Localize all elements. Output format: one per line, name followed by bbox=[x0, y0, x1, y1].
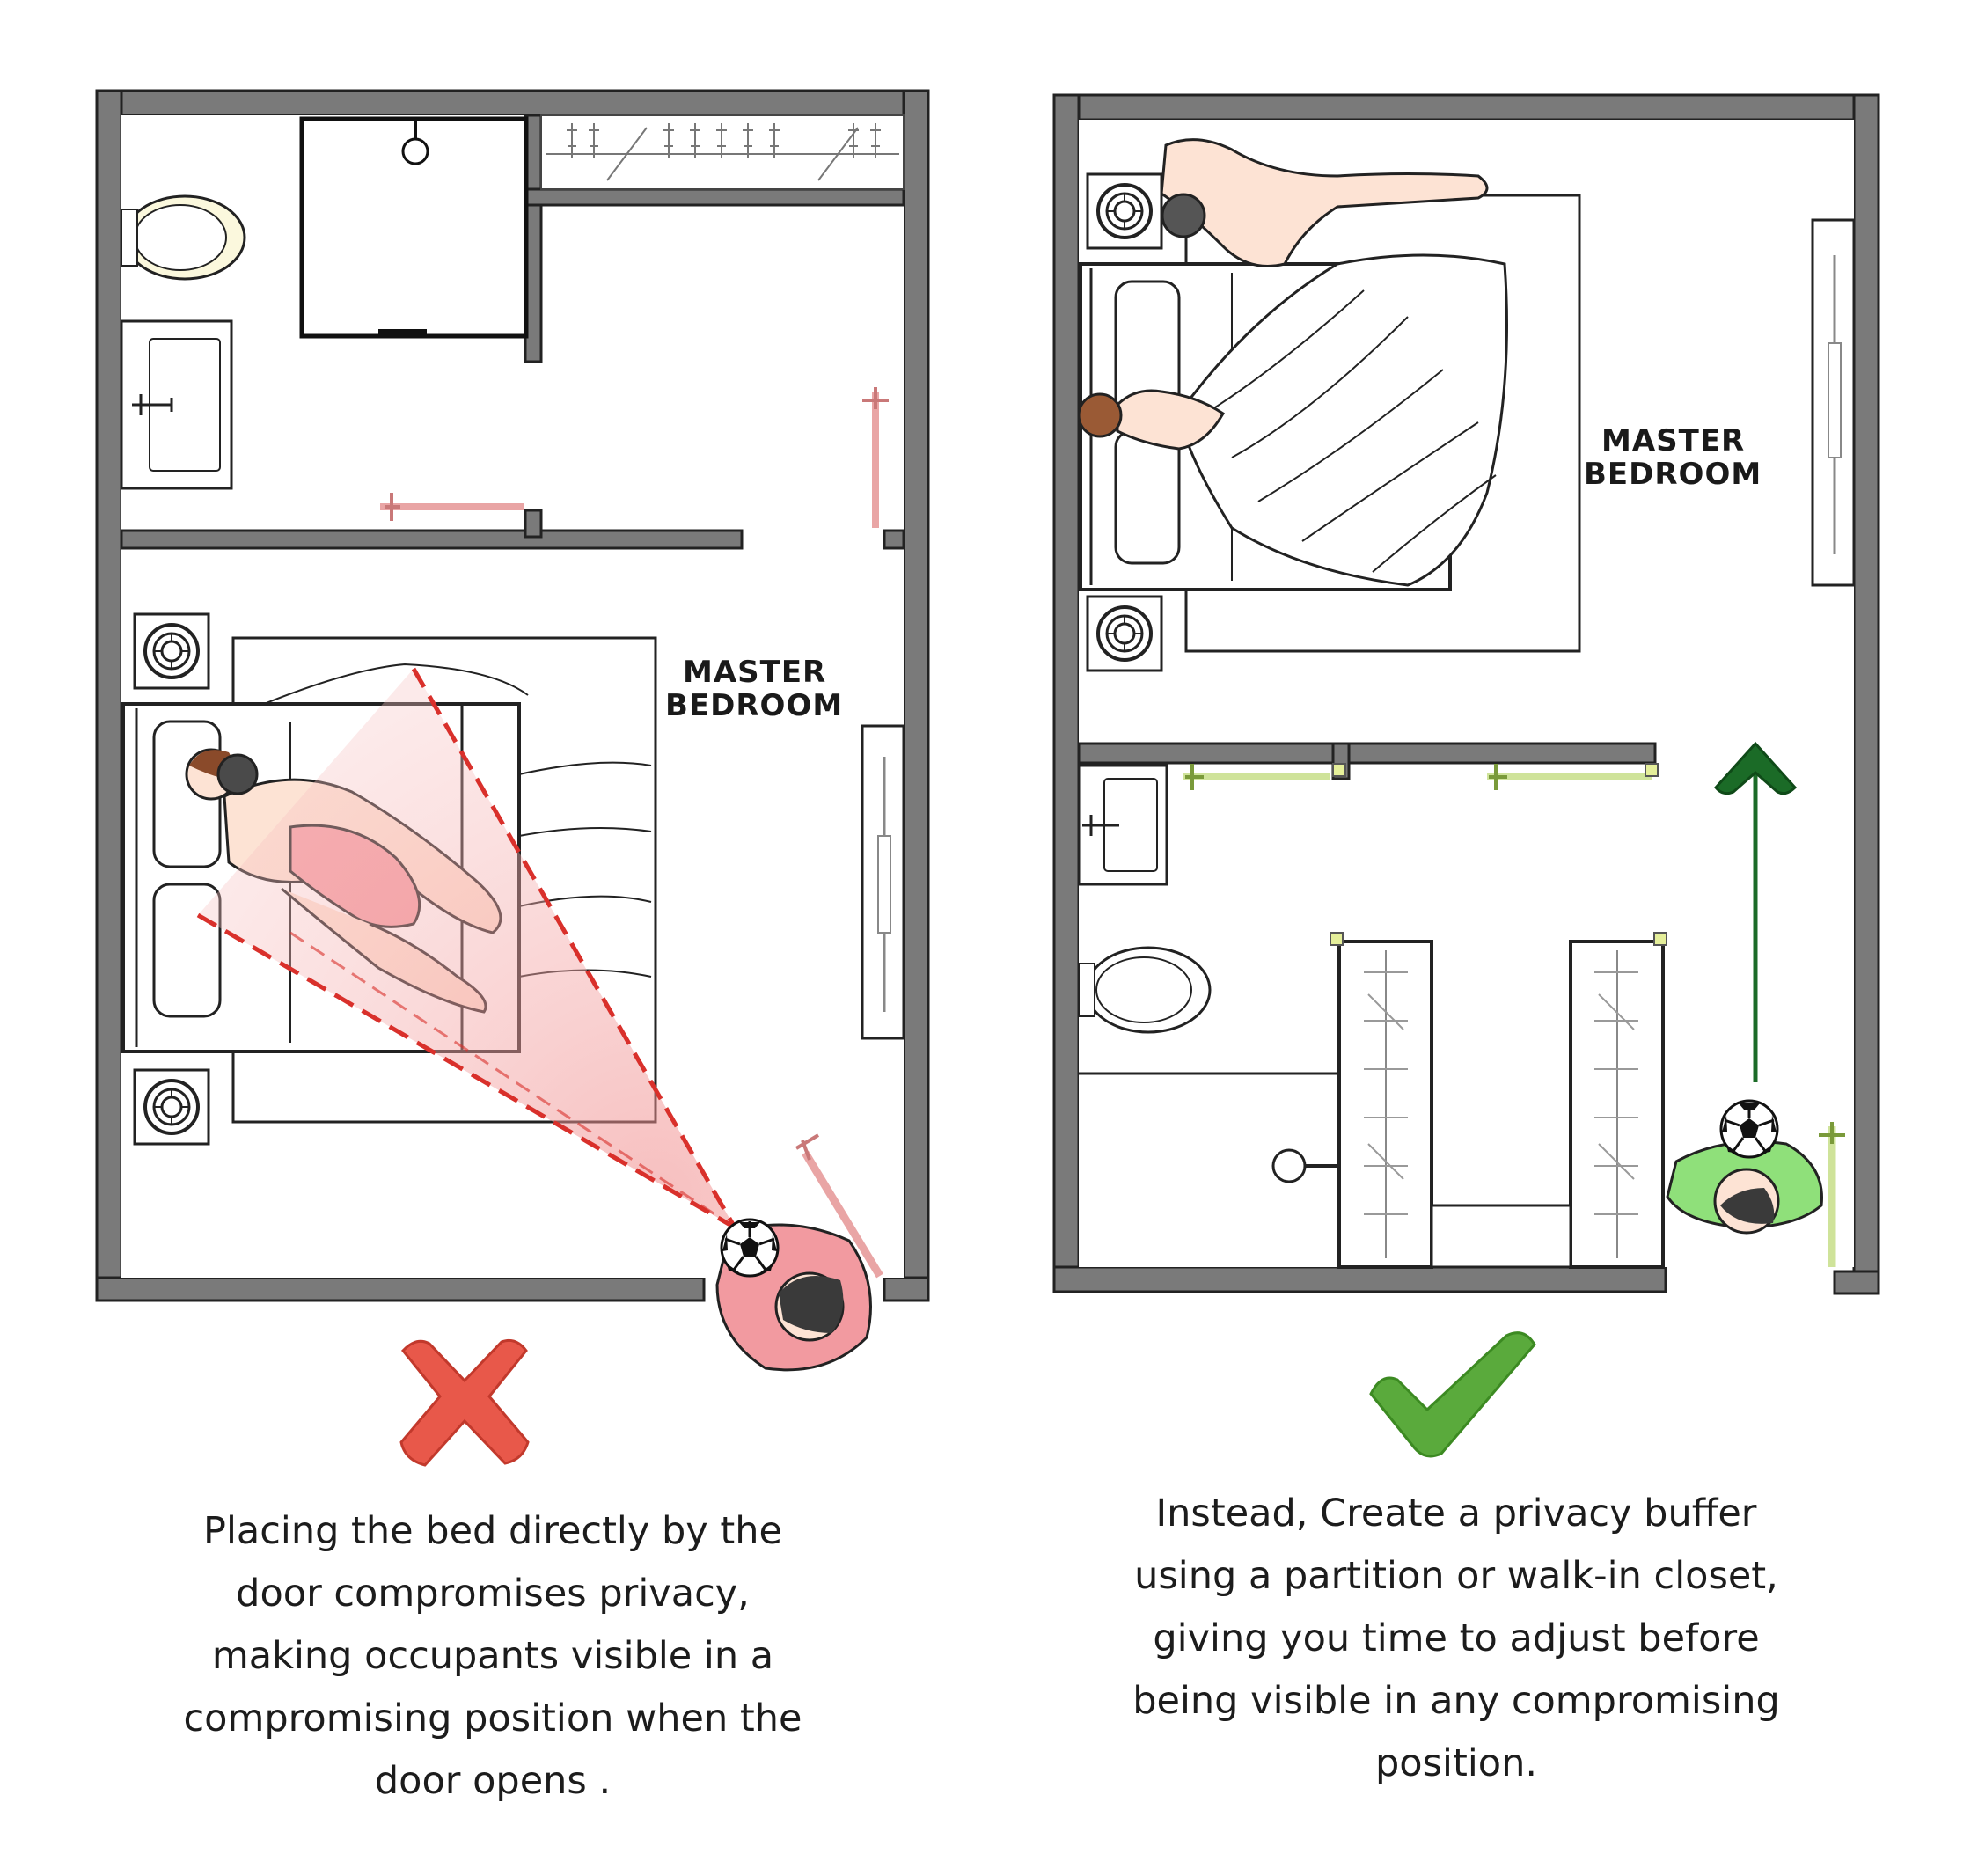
right-wardrobe bbox=[1811, 218, 1856, 587]
left-sink bbox=[120, 319, 233, 490]
right-nightstand-bottom bbox=[1086, 595, 1163, 672]
left-toilet bbox=[121, 194, 246, 281]
left-entry-door bbox=[795, 1133, 883, 1279]
right-caption-line: using a partition or walk-in closet, bbox=[1134, 1554, 1778, 1598]
left-shower bbox=[299, 116, 529, 339]
right-sink bbox=[1077, 764, 1168, 886]
left-caption: Placing the bed directly by the door com… bbox=[106, 1500, 880, 1813]
right-bed bbox=[1079, 194, 1581, 653]
left-floor-plan: MASTER BEDROOM bbox=[95, 89, 930, 1467]
left-room-label-line2: BEDROOM bbox=[665, 688, 843, 723]
right-couple-illustration bbox=[1077, 138, 1489, 451]
right-caption-line: being visible in any compromising bbox=[1132, 1679, 1780, 1723]
left-closet-door bbox=[862, 387, 889, 528]
right-partition-doors bbox=[1183, 763, 1659, 790]
left-interior-walls bbox=[120, 114, 905, 550]
left-sightline-cone bbox=[196, 667, 737, 1230]
right-floor-plan: MASTER BEDROOM bbox=[1052, 93, 1880, 1458]
left-nightstand-top bbox=[133, 612, 210, 690]
right-room-label-line2: BEDROOM bbox=[1584, 457, 1762, 492]
left-caption-line: door opens . bbox=[374, 1759, 612, 1803]
left-person-at-door bbox=[715, 1218, 872, 1372]
left-nightstand-bottom bbox=[133, 1068, 210, 1146]
right-bathroom-area bbox=[1079, 1072, 1337, 1183]
check-icon bbox=[1369, 1331, 1536, 1458]
left-caption-line: door compromises privacy, bbox=[236, 1572, 750, 1616]
left-closet bbox=[540, 114, 905, 190]
left-caption-line: compromising position when the bbox=[183, 1696, 802, 1740]
right-toilet bbox=[1078, 946, 1212, 1034]
left-caption-line: making occupants visible in a bbox=[211, 1634, 774, 1678]
right-caption-line: giving you time to adjust before bbox=[1153, 1616, 1760, 1660]
right-caption: Instead, Create a privacy buffer using a… bbox=[1069, 1483, 1843, 1795]
right-partition-wall bbox=[1077, 742, 1657, 780]
right-walk-in-closet bbox=[1330, 932, 1667, 1269]
left-caption-line: Placing the bed directly by the bbox=[203, 1509, 782, 1553]
right-nightstand-top bbox=[1086, 172, 1163, 250]
left-soccer-ball-icon bbox=[720, 1218, 780, 1278]
right-soccer-ball-icon bbox=[1719, 1099, 1779, 1159]
cross-icon bbox=[399, 1338, 530, 1467]
left-room-label-line1: MASTER bbox=[683, 655, 826, 690]
right-caption-line: Instead, Create a privacy buffer bbox=[1155, 1491, 1757, 1535]
left-wardrobe bbox=[861, 724, 905, 1040]
arrow-up-icon bbox=[1714, 741, 1798, 1082]
right-caption-line: position. bbox=[1375, 1741, 1537, 1785]
right-person-at-door bbox=[1666, 1099, 1823, 1235]
right-room-label-line1: MASTER bbox=[1601, 423, 1745, 458]
left-bathroom-door bbox=[380, 493, 524, 521]
right-entry-door bbox=[1819, 1122, 1845, 1267]
